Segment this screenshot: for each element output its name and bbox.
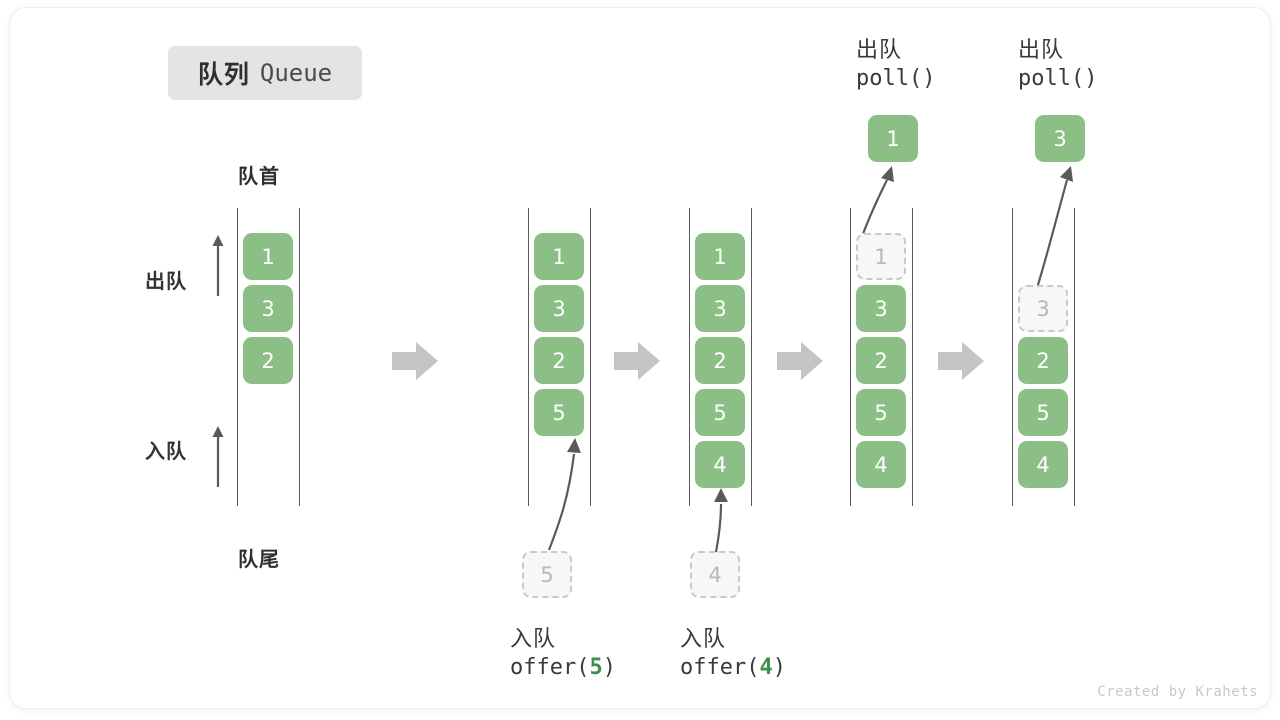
stage-2-cell-0: 1 [534, 233, 584, 280]
stage-3-cell-4: 4 [695, 441, 745, 488]
offer4-arg: 4 [759, 655, 773, 680]
stage-5-cell-3: 4 [1018, 441, 1068, 488]
stage-2-incoming-ghost: 5 [522, 551, 572, 598]
stage-4-op-label-code: poll() [856, 66, 936, 91]
stage-2-cell-2: 2 [534, 337, 584, 384]
stage-4-popped-cell: 1 [868, 115, 918, 162]
flow-arrow-3 [777, 342, 823, 380]
queue-tail-label: 队尾 [238, 549, 280, 571]
stage-3-insert-arrow [714, 488, 728, 553]
title-english: Queue [259, 59, 333, 87]
dequeue-side-label: 出队 [145, 271, 187, 293]
stage-5-rail-right [1074, 208, 1075, 506]
title-chinese: 队列 [197, 61, 250, 89]
stage-2-rail-left [528, 208, 529, 506]
diagram-card: 队列 Queue 队首 队尾 出队 入队 1 3 2 1 3 2 5 5 [10, 8, 1270, 708]
diagram-stage: 队列 Queue 队首 队尾 出队 入队 1 3 2 1 3 2 5 5 [10, 8, 1270, 708]
stage-4-poll-arrow [861, 166, 894, 235]
stage-3-cell-0: 1 [695, 233, 745, 280]
offer5-arg: 5 [589, 655, 603, 680]
stage-2-op-label-code: offer(5) [510, 655, 616, 680]
stage-5-rail-left [1012, 208, 1013, 506]
stage-4-cell-4: 4 [856, 441, 906, 488]
stage-5-cell-2: 5 [1018, 389, 1068, 436]
stage-5-op-label-code: poll() [1018, 66, 1098, 91]
stage-5-poll-arrow [1035, 166, 1073, 289]
stage-4-rail-left [850, 208, 851, 506]
stage-3-cell-1: 3 [695, 285, 745, 332]
stage-5-cell-1: 2 [1018, 337, 1068, 384]
stage-1-rail-left [237, 208, 238, 506]
stage-4-cell-0-ghost: 1 [856, 233, 906, 280]
stage-3-rail-left [689, 208, 690, 506]
stage-1-cell-0: 1 [243, 233, 293, 280]
stage-4-cell-3: 5 [856, 389, 906, 436]
credit-text: Created by Krahets [1097, 684, 1258, 700]
stage-4-cell-1: 3 [856, 285, 906, 332]
stage-4-op-label-cn: 出队 [856, 37, 903, 62]
stage-2-insert-arrow [547, 438, 581, 551]
stage-2-cell-3: 5 [534, 389, 584, 436]
stage-1-rail-right [299, 208, 300, 506]
offer4-suffix: ) [772, 655, 786, 680]
stage-5-popped-cell: 3 [1035, 115, 1085, 162]
stage-1-cell-2: 2 [243, 337, 293, 384]
stage-3-cell-3: 5 [695, 389, 745, 436]
flow-arrow-1 [392, 342, 438, 380]
stage-3-op-label-code: offer(4) [680, 655, 786, 680]
diagram-title-badge: 队列 Queue [168, 46, 362, 100]
stage-5-op-label-cn: 出队 [1018, 37, 1065, 62]
stage-3-rail-right [751, 208, 752, 506]
queue-head-label: 队首 [238, 166, 280, 188]
flow-arrow-4 [938, 342, 984, 380]
stage-3-incoming-ghost: 4 [690, 551, 740, 598]
stage-4-cell-2: 2 [856, 337, 906, 384]
flow-arrow-2 [614, 342, 660, 380]
stage-1-cell-1: 3 [243, 285, 293, 332]
dequeue-direction-arrow [212, 235, 224, 296]
offer5-prefix: offer( [510, 655, 590, 680]
enqueue-direction-arrow [212, 426, 224, 487]
enqueue-side-label: 入队 [145, 441, 187, 463]
stage-4-rail-right [912, 208, 913, 506]
stage-2-op-label-cn: 入队 [510, 626, 557, 651]
stage-2-cell-1: 3 [534, 285, 584, 332]
stage-5-cell-0-ghost: 3 [1018, 285, 1068, 332]
stage-2-rail-right [590, 208, 591, 506]
offer4-prefix: offer( [680, 655, 760, 680]
offer5-suffix: ) [602, 655, 616, 680]
stage-3-cell-2: 2 [695, 337, 745, 384]
stage-3-op-label-cn: 入队 [680, 626, 727, 651]
